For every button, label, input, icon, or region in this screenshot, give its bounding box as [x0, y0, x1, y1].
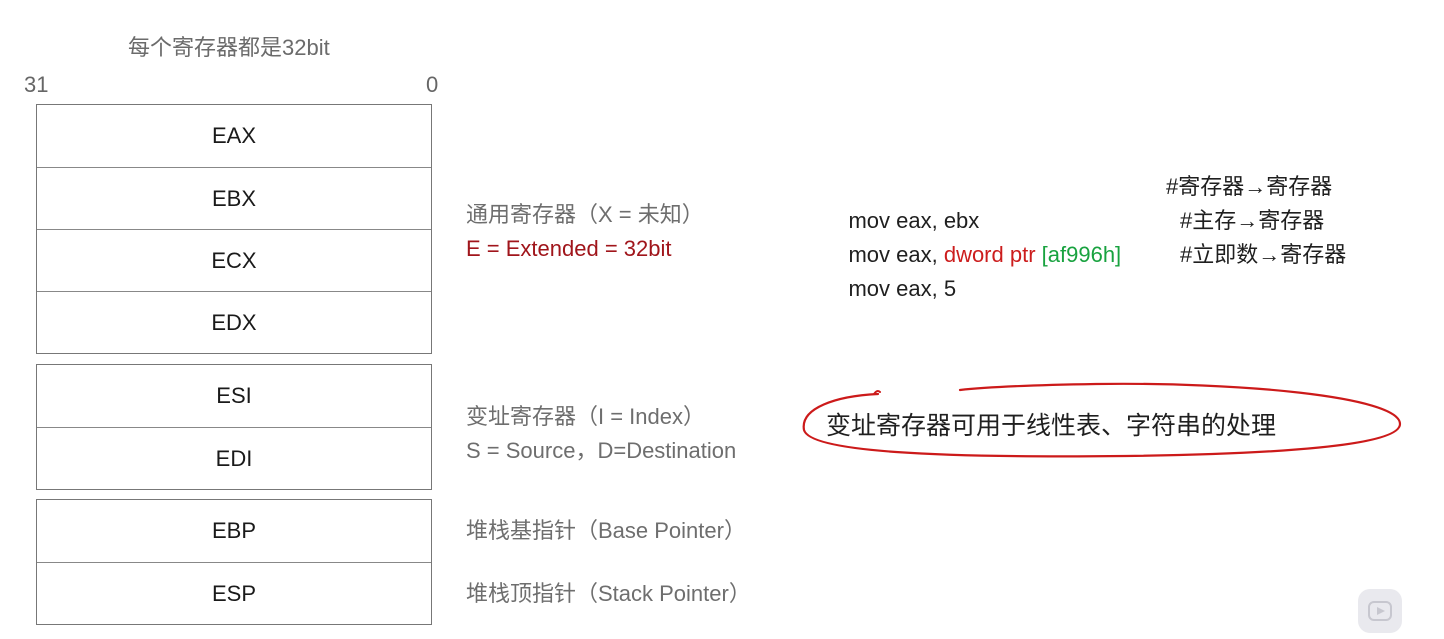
bit-index-low: 0	[426, 72, 439, 97]
circled-note: 变址寄存器可用于线性表、字符串的处理	[826, 412, 1277, 440]
code-examples: mov eax, ebx #寄存器→寄存器 mov eax, dword ptr…	[824, 170, 1346, 301]
code-line-1: mov eax, ebx #寄存器→寄存器	[824, 170, 1332, 233]
code-line-1-comment: #寄存器→寄存器	[1166, 174, 1333, 199]
code-line-2-text: mov eax,	[848, 242, 944, 267]
code-line-1-text: mov eax, ebx	[848, 208, 980, 233]
general-register-note: 通用寄存器（X = 未知） E = Extended = 32bit	[466, 198, 704, 266]
register-edi: EDI	[37, 427, 431, 489]
index-register-note-line2: S = Source，D=Destination	[466, 438, 737, 463]
code-line-3-text: mov eax, 5	[848, 276, 957, 301]
index-register-note: 变址寄存器（I = Index） S = Source，D=Destinatio…	[466, 400, 736, 468]
code-line-3: mov eax, 5 #立即数→寄存器	[824, 238, 1346, 301]
register-edx: EDX	[37, 291, 431, 353]
index-register-group: ESI EDI	[36, 364, 432, 490]
register-esp: ESP	[37, 562, 431, 624]
register-ebx: EBX	[37, 167, 431, 229]
play-triangle-icon	[1368, 601, 1392, 621]
bit-index-high: 31	[24, 72, 49, 97]
code-line-2: mov eax, dword ptr [af996h] #主存→寄存器	[824, 204, 1324, 267]
code-line-3-comment: #立即数→寄存器	[1180, 242, 1347, 267]
annotation-ellipse	[802, 382, 1402, 458]
pointer-register-group: EBP ESP	[36, 499, 432, 625]
general-register-note-line1: 通用寄存器（X = 未知）	[466, 202, 704, 227]
diagram-title: 每个寄存器都是32bit	[128, 35, 330, 60]
code-line-2-operand-size: dword ptr	[943, 242, 1042, 267]
general-register-group: EAX EBX ECX EDX	[36, 104, 432, 354]
register-esi: ESI	[216, 383, 252, 408]
code-line-2-address: [af996h]	[1041, 242, 1122, 267]
code-line-2-comment: #主存→寄存器	[1180, 208, 1325, 233]
general-register-note-line2: E = Extended = 32bit	[466, 236, 672, 261]
register-eax: EAX	[211, 123, 257, 148]
register-ebp: EBP	[211, 518, 257, 543]
index-register-note-line1: 变址寄存器（I = Index）	[466, 404, 706, 429]
register-ecx: ECX	[37, 229, 431, 291]
stack-pointer-note: 堆栈顶指针（Stack Pointer）	[466, 581, 751, 606]
play-icon[interactable]	[1358, 589, 1402, 633]
base-pointer-note: 堆栈基指针（Base Pointer）	[466, 518, 746, 543]
